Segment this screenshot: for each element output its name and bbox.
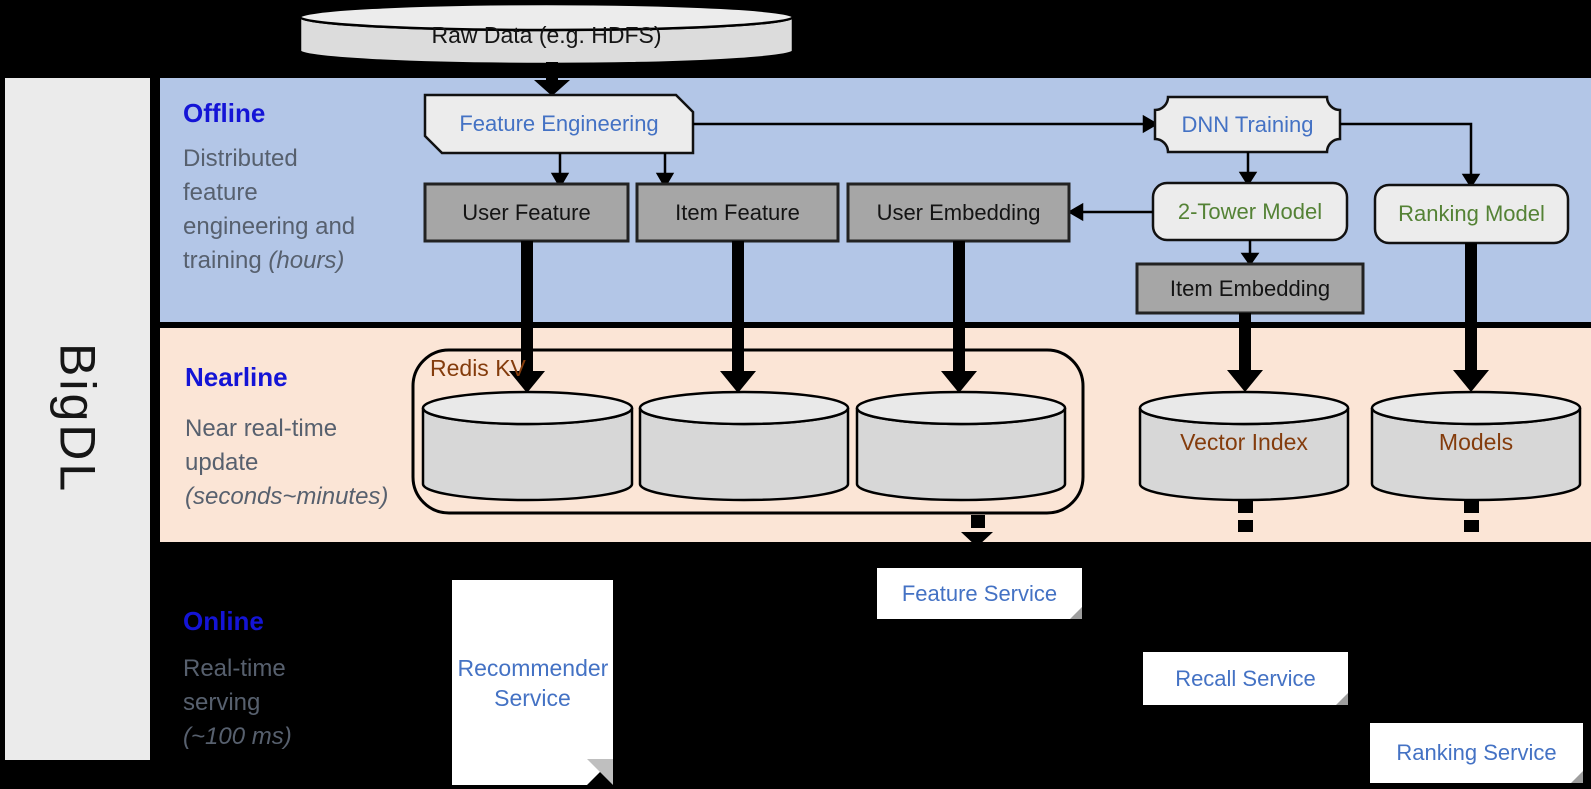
redis-cylinder-3 bbox=[855, 390, 1067, 502]
item-feature-label: Item Feature bbox=[675, 199, 800, 225]
ranking-service-fold-icon bbox=[1571, 771, 1583, 783]
ranking-service-box: Ranking Service bbox=[1370, 723, 1583, 783]
offline-desc-line: feature bbox=[183, 179, 258, 206]
dnn-training-shape bbox=[1153, 95, 1342, 154]
recall-service-label: Recall Service bbox=[1175, 665, 1316, 691]
models-label: Models bbox=[1438, 428, 1514, 455]
arrow-userfeature-to-redis-icon bbox=[509, 241, 545, 393]
nearline-section-desc: Near real-time update (seconds~minutes) bbox=[185, 412, 445, 514]
offline-section-title: Offline bbox=[183, 98, 266, 128]
arrow-vectorindex-to-recallservice-icon bbox=[1238, 501, 1253, 532]
arrow-itemfeature-to-redis-icon bbox=[720, 241, 756, 393]
online-desc-line: Real-time bbox=[183, 655, 286, 682]
offline-desc-line: training (hours) bbox=[183, 247, 345, 274]
user-embedding-label: User Embedding bbox=[876, 199, 1041, 225]
arrow-twotower-to-itemembedding-icon bbox=[1240, 240, 1260, 267]
arrow-itemembedding-to-vectorindex-icon bbox=[1227, 313, 1263, 392]
arrow-models-to-rankingservice-icon bbox=[1464, 501, 1479, 532]
bigdl-sidebar: BigDL bbox=[5, 78, 150, 760]
arrow-dnn-to-rankingmodel-icon bbox=[1340, 122, 1481, 189]
recall-service-fold-icon bbox=[1336, 693, 1348, 705]
arrow-dnn-to-twotower-icon bbox=[1238, 152, 1258, 187]
raw-data-cylinder bbox=[298, 2, 795, 66]
recommender-service-doc: Recommender Service bbox=[452, 580, 613, 785]
arrow-rawdata-to-fe-icon bbox=[534, 62, 570, 96]
arrow-fe-to-dnn-icon bbox=[693, 114, 1159, 134]
online-desc-line: serving bbox=[183, 689, 261, 716]
ranking-model-label: Ranking Model bbox=[1398, 201, 1545, 226]
vector-index-cylinder bbox=[1138, 390, 1350, 502]
feature-engineering-label: Feature Engineering bbox=[459, 111, 659, 136]
arrow-rankingmodel-to-models-icon bbox=[1453, 243, 1489, 392]
recommender-service-fold-icon bbox=[587, 759, 613, 785]
item-feature-shape bbox=[635, 182, 840, 243]
arrow-fe-to-userfeature-icon bbox=[550, 153, 570, 189]
bigdl-brand-label: BigDL bbox=[49, 343, 106, 495]
offline-section-desc: Distributed feature engineering and trai… bbox=[183, 142, 433, 278]
arrow-redis-to-featureservice-icon bbox=[961, 515, 993, 547]
dnn-training-label: DNN Training bbox=[1181, 111, 1314, 137]
item-embedding-label: Item Embedding bbox=[1169, 275, 1331, 301]
user-feature-label: User Feature bbox=[462, 199, 591, 225]
two-tower-model-label: 2-Tower Model bbox=[1177, 198, 1323, 224]
nearline-desc-line: (seconds~minutes) bbox=[185, 483, 389, 510]
feature-service-box: Feature Service bbox=[877, 568, 1082, 619]
models-cylinder bbox=[1370, 390, 1582, 502]
online-section-title: Online bbox=[183, 606, 264, 636]
nearline-desc-line: Near real-time bbox=[185, 415, 338, 442]
vector-index-label: Vector Index bbox=[1180, 428, 1308, 455]
feature-service-label: Feature Service bbox=[901, 580, 1058, 606]
user-feature-shape bbox=[423, 182, 630, 243]
item-embedding-shape bbox=[1135, 262, 1365, 315]
redis-kv-container bbox=[411, 348, 1085, 515]
feature-engineering-shape bbox=[423, 93, 695, 155]
redis-cylinder-2 bbox=[638, 390, 850, 502]
feature-service-fold-icon bbox=[1070, 607, 1082, 619]
raw-data-label: Raw Data (e.g. HDFS) bbox=[431, 21, 662, 48]
arrow-userembedding-to-redis-icon bbox=[941, 241, 977, 393]
nearline-section-title: Nearline bbox=[185, 362, 288, 392]
redis-cylinder-1 bbox=[421, 390, 634, 502]
arrow-twotower-to-userembedding-icon bbox=[1067, 202, 1153, 222]
recall-service-box: Recall Service bbox=[1143, 652, 1348, 705]
ranking-service-label: Ranking Service bbox=[1396, 740, 1557, 765]
offline-desc-line: Distributed bbox=[183, 145, 298, 172]
online-section-desc: Real-time serving (~100 ms) bbox=[183, 652, 433, 754]
nearline-desc-line: update bbox=[185, 449, 259, 476]
recommender-service-label: Recommender Service bbox=[457, 654, 609, 711]
arrow-fe-to-itemfeature-icon bbox=[655, 153, 675, 189]
offline-desc-line: engineering and bbox=[183, 213, 356, 240]
redis-kv-label: Redis KV bbox=[430, 354, 526, 381]
user-embedding-shape bbox=[846, 182, 1071, 243]
online-desc-line: (~100 ms) bbox=[183, 723, 292, 750]
